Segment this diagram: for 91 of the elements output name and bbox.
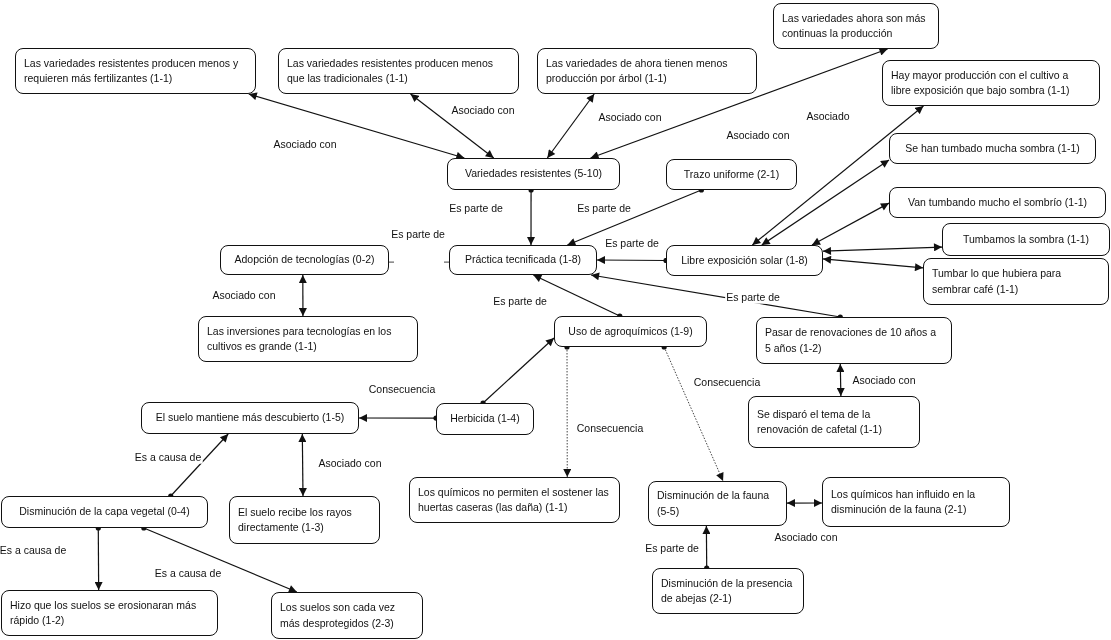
concept-text: Los químicos han influido en la disminución de la fauna (2-1) — [831, 486, 977, 517]
concept-text: Tumbamos la sombra (1-1) — [962, 231, 1090, 247]
concept-text: Práctica tecnificada (1-8) — [464, 252, 582, 268]
concept-text: Disminución de la presencia de abejas (2-1) — [661, 575, 794, 606]
edge-label: Es parte de — [492, 294, 548, 308]
concept-box — [436, 403, 534, 435]
concept-box — [447, 158, 620, 190]
concept-text: Las variedades ahora son más continuas la producción — [782, 10, 927, 41]
concept-text: El suelo recibe los rayos directamente (1-3) — [238, 504, 353, 535]
edge-label: Asociado con — [851, 373, 917, 387]
edge-label: Asociado con — [450, 103, 516, 117]
concept-text: Adopción de tecnologías (0-2) — [234, 252, 375, 268]
double-arrow — [298, 274, 307, 317]
concept-box — [648, 481, 787, 526]
concept-text: Hay mayor producción con el cultivo a libre exposición que bajo sombra (1-1) — [891, 67, 1071, 98]
edge-label: Es parte de — [725, 290, 781, 304]
concept-text: Herbicida (1-4) — [450, 411, 520, 427]
edge-label: Asociado con — [773, 530, 839, 544]
edge-label: Es parte de — [576, 201, 632, 215]
edge-label: Es a causa de — [153, 566, 223, 580]
concept-box — [271, 592, 423, 639]
concept-text: Disminución de la capa vegetal (0-4) — [19, 504, 190, 520]
concept-box — [666, 245, 823, 276]
edge-label: Asociado con — [725, 128, 791, 142]
edge-label: Es parte de — [448, 201, 504, 215]
concept-box — [409, 477, 620, 523]
double-arrow — [751, 105, 924, 246]
double-arrow — [786, 499, 823, 508]
concept-box — [1, 590, 218, 636]
concept-box — [537, 48, 757, 94]
concept-box — [229, 496, 380, 544]
concept-box — [449, 245, 597, 275]
edge-label: Asociado con — [317, 456, 383, 470]
double-arrow — [811, 202, 890, 246]
concept-text: Las variedades de ahora tienen menos producción por árbol (1-1) — [546, 55, 729, 86]
concept-text: Van tumbando mucho el sombrío (1-1) — [908, 194, 1087, 210]
concept-box — [15, 48, 256, 94]
double-arrow — [409, 93, 495, 159]
concept-text: Los suelos son cada vez más desprotegidos (2-3) — [280, 600, 396, 631]
concept-text: Las variedades resistentes producen menos y requieren más fertilizantes (1-1) — [24, 55, 240, 86]
concept-text: Uso de agroquímicos (1-9) — [568, 323, 693, 339]
concept-text: Tumbar lo que hubiera para sembrar café (1-1) — [932, 266, 1063, 297]
concept-text: Las inversiones para tecnologías en los cultivos es grande (1-1) — [207, 323, 393, 354]
edge-label: Es a causa de — [0, 543, 68, 557]
concept-text: Los químicos no permiten el sostener las huertas caseras (las daña) (1-1) — [418, 484, 610, 515]
concept-box — [1, 496, 208, 528]
edge-label: Es parte de — [604, 236, 660, 250]
double-arrow — [761, 159, 890, 246]
concept-text: Disminución de la fauna (5-5) — [657, 488, 771, 519]
concept-box — [889, 187, 1106, 218]
concept-text: Se disparó el tema de la renovación de cafetal (1-1) — [757, 406, 883, 437]
concept-box — [220, 245, 389, 275]
double-arrow — [590, 48, 889, 159]
concept-text: El suelo mantiene más descubierto (1-5) — [155, 410, 345, 426]
concept-text: Las variedades resistentes producen menos que las tradicionales (1-1) — [287, 55, 495, 86]
concept-box — [882, 60, 1100, 106]
edge-label: Consecuencia — [575, 421, 645, 435]
edge-label: Asociado — [805, 109, 851, 123]
edge-label: Asociado con — [272, 137, 338, 151]
concept-box — [278, 48, 519, 94]
double-arrow — [248, 92, 465, 160]
concept-box — [822, 477, 1010, 527]
double-arrow — [822, 243, 943, 255]
concept-box — [666, 159, 797, 190]
edge-label: Consecuencia — [692, 375, 762, 389]
concept-box — [923, 258, 1109, 305]
double-arrow — [298, 433, 307, 497]
concept-box — [652, 568, 804, 614]
edge-label: Asociado con — [597, 110, 663, 124]
edge-label: Asociado con — [211, 288, 277, 302]
edge-label: Es parte de — [390, 227, 446, 241]
concept-text: Se han tumbado mucha sombra (1-1) — [905, 140, 1080, 156]
double-arrow — [836, 363, 845, 397]
concept-box — [554, 316, 707, 347]
edge-label: Es a causa de — [133, 450, 203, 464]
concept-box — [942, 223, 1110, 256]
edge-label: Es parte de — [644, 541, 700, 555]
concept-text: Libre exposición solar (1-8) — [681, 252, 808, 268]
concept-box — [756, 317, 952, 364]
double-arrow — [546, 93, 595, 159]
concept-text: Variedades resistentes (5-10) — [465, 166, 602, 182]
double-arrow — [822, 255, 924, 272]
concept-box — [773, 3, 939, 49]
edge-label: Consecuencia — [367, 382, 437, 396]
concept-box — [198, 316, 418, 362]
concept-text: Pasar de renovaciones de 10 años a 5 años (1-2) — [765, 325, 938, 356]
concept-box — [748, 396, 920, 448]
concept-text: Hizo que los suelos se erosionaran más rápido (1-2) — [10, 597, 198, 628]
concept-box — [141, 402, 359, 434]
concept-box — [889, 133, 1096, 164]
concept-text: Trazo uniforme (2-1) — [683, 166, 780, 182]
